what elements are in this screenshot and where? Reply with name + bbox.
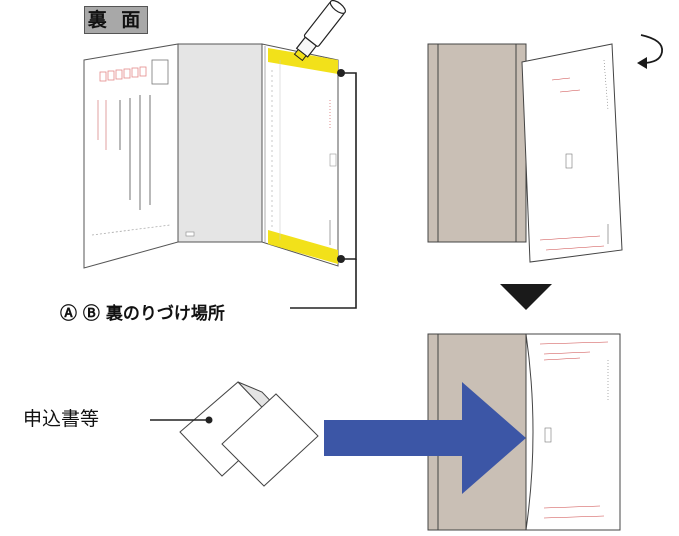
envelope-with-form (427, 34, 664, 263)
form-left-flap (83, 43, 179, 269)
glue-strip-a (268, 48, 338, 74)
form-sheet (521, 43, 623, 263)
glue-strip-b (268, 230, 338, 264)
back-side-label: 裏 面 (84, 6, 148, 34)
glue-location-caption: Ⓐ Ⓑ 裏のりづけ場所 (60, 304, 225, 324)
insert-arrow-icon (324, 382, 526, 494)
stamp-box (151, 59, 169, 85)
address-text-lines (119, 95, 151, 210)
envelope-body (427, 43, 527, 243)
form-sheet-bottom (525, 333, 621, 531)
folded-documents (150, 381, 319, 487)
down-arrow-icon (500, 284, 552, 310)
glue-stick-icon (293, 0, 346, 62)
red-text-lines (97, 100, 107, 150)
form-middle-panel (177, 43, 263, 243)
form-right-panel (261, 43, 339, 267)
rotate-arrow-icon (637, 34, 664, 69)
documents-caption: 申込書等 (23, 408, 100, 430)
postcode-boxes (99, 66, 147, 82)
open-form-back (83, 0, 357, 309)
